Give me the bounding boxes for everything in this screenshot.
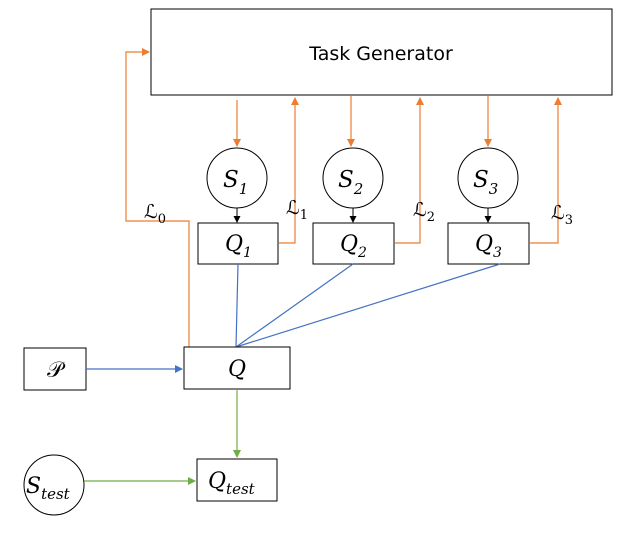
task-generator-node: Task Generator	[150, 8, 613, 96]
query-node-3: Q3	[447, 222, 530, 265]
aggregate-q-label: Q	[228, 357, 246, 382]
svg-text:Q3: Q3	[475, 232, 502, 261]
arrow-q1-to-tg	[279, 97, 299, 244]
loss-label-0: ℒ0	[144, 201, 166, 227]
s1-base: S	[223, 167, 239, 193]
s3-base: S	[473, 167, 489, 193]
stest-sub: test	[41, 485, 71, 503]
q1-base: Q	[225, 232, 243, 257]
aggregate-query-node: Q	[183, 346, 291, 390]
query-node-1: Q1	[197, 222, 279, 265]
q1-sub: 1	[243, 245, 252, 261]
loss-label-3: ℒ3	[551, 202, 573, 228]
line-q1-to-q	[235, 263, 239, 348]
svg-text:Stest: Stest	[26, 474, 71, 503]
prior-label: 𝒫	[47, 358, 66, 383]
qtest-base: Q	[208, 469, 226, 494]
arrow-q2-to-tg	[395, 97, 424, 244]
support-node-2: S2	[322, 147, 384, 209]
loss-label-2: ℒ2	[413, 199, 435, 225]
q2-base: Q	[340, 232, 358, 257]
arrow-q-to-tg	[125, 48, 190, 347]
line-q2-to-q	[235, 263, 354, 348]
line-q3-to-q	[235, 263, 501, 348]
query-node-2: Q2	[312, 222, 395, 265]
s1-sub: 1	[239, 180, 249, 198]
support-node-1: S1	[206, 147, 268, 209]
s2-sub: 2	[353, 180, 364, 198]
test-query-node: Qtest	[196, 458, 278, 502]
s3-sub: 3	[489, 180, 499, 198]
svg-text:Qtest: Qtest	[208, 469, 256, 498]
q2-sub: 2	[357, 245, 367, 261]
q3-sub: 3	[493, 245, 502, 261]
test-support-node: Stest	[23, 454, 85, 516]
prior-node: 𝒫	[23, 347, 87, 391]
qtest-sub: test	[226, 480, 256, 498]
s2-base: S	[338, 167, 354, 193]
arrow-q3-to-tg	[530, 97, 562, 244]
svg-text:S3: S3	[473, 167, 498, 198]
svg-text:Q2: Q2	[340, 232, 367, 261]
svg-text:S1: S1	[223, 167, 248, 198]
svg-text:S2: S2	[338, 167, 363, 198]
stest-base: S	[26, 474, 41, 499]
q3-base: Q	[475, 232, 493, 257]
loss-label-1: ℒ1	[286, 197, 308, 223]
task-generator-label: Task Generator	[308, 43, 453, 65]
support-node-3: S3	[457, 147, 519, 209]
svg-text:Q1: Q1	[225, 232, 252, 261]
